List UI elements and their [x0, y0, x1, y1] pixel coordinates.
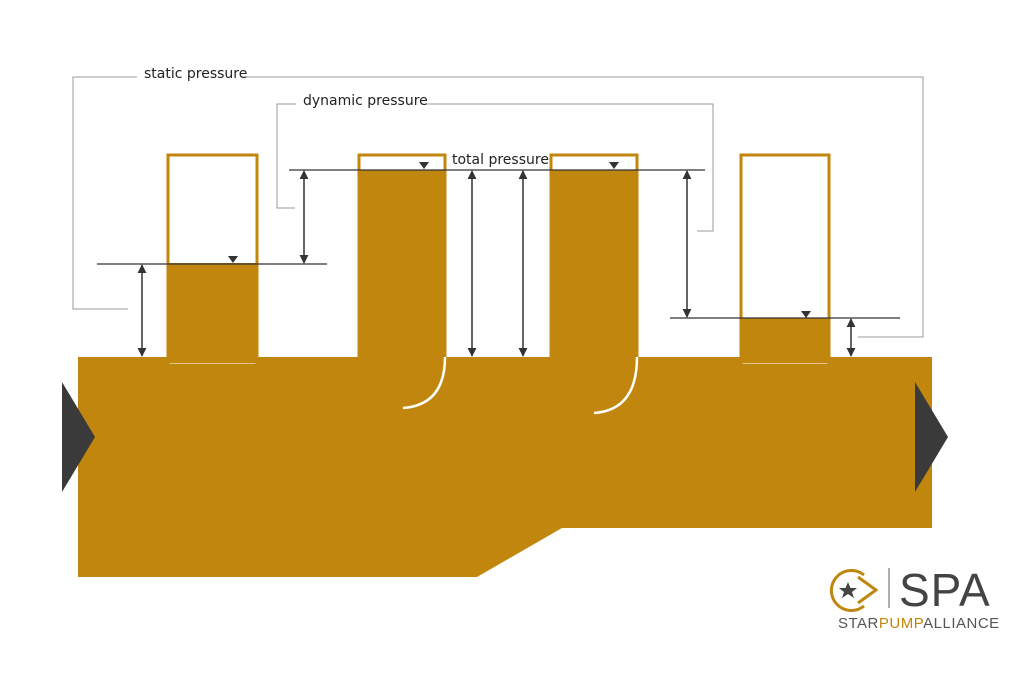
main-pipe — [78, 357, 932, 577]
tube-3-level-marker — [609, 162, 619, 169]
flow-out-marker — [915, 382, 948, 492]
pitot-2-curve — [593, 356, 639, 415]
tube-2-level-marker — [419, 162, 429, 169]
logo-name-alliance: ALLIANCE — [923, 615, 1000, 632]
star-pump-alliance-logo: SPA STARPUMPALLIANCE — [829, 564, 1000, 632]
dynamic-pressure-label: dynamic pressure — [303, 93, 428, 109]
total-pressure-label: total pressure — [452, 152, 549, 168]
logo-name-pump: PUMP — [879, 615, 924, 632]
tube-3-fluid — [551, 170, 637, 365]
dynamic-pressure-bracket — [276, 103, 714, 232]
flow-in-marker — [62, 382, 95, 492]
static-pressure-bracket — [72, 76, 924, 338]
pitot-1-curve — [402, 356, 447, 410]
logo-name-star: STAR — [838, 615, 879, 632]
tube-4-fluid — [741, 318, 829, 363]
pump-star-icon — [829, 569, 879, 612]
static-pressure-label: static pressure — [144, 66, 247, 82]
logo-abbreviation: SPA — [899, 564, 991, 616]
tube-2-fluid — [359, 170, 445, 365]
tube-1-level-marker — [228, 256, 238, 263]
tube-4-level-marker — [801, 311, 811, 318]
logo-name: STARPUMPALLIANCE — [838, 615, 1000, 632]
tube-1-fluid — [168, 263, 257, 363]
